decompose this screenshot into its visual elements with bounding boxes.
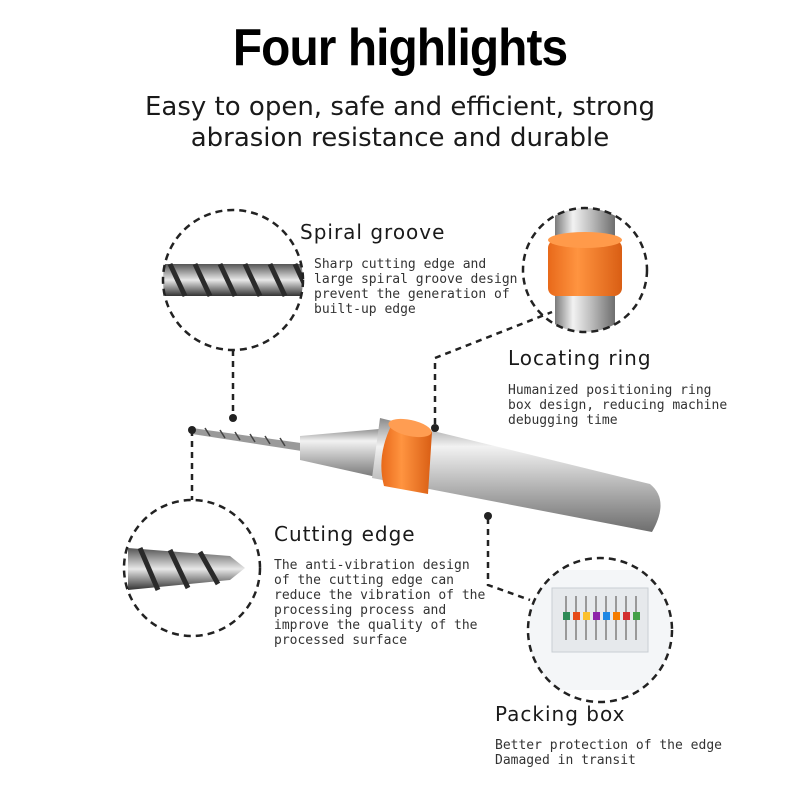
cutting-edge-detail: [122, 498, 262, 638]
leader-lines: [190, 310, 553, 602]
page-title: Four highlights: [232, 19, 568, 77]
drill-bit-image: [192, 418, 661, 532]
page-subtitle: Easy to open, safe and efficient, strong…: [60, 92, 740, 154]
feature-packing-box-title: Packing box: [495, 702, 626, 726]
feature-spiral-groove-desc: Sharp cutting edge and large spiral groo…: [314, 257, 518, 317]
spiral-groove-detail: [161, 208, 305, 352]
feature-cutting-edge-title: Cutting edge: [274, 522, 416, 546]
locating-ring-detail: [521, 206, 649, 334]
subtitle-line-2: abrasion resistance and durable: [190, 123, 610, 153]
feature-locating-ring-desc: Humanized positioning ring box design, r…: [508, 383, 728, 428]
subtitle-line-1: Easy to open, safe and efficient, strong: [144, 92, 655, 122]
feature-locating-ring-title: Locating ring: [508, 346, 652, 370]
leader-dots: [188, 414, 492, 520]
feature-packing-box-desc: Better protection of the edge Damaged in…: [495, 738, 722, 768]
feature-cutting-edge-desc: The anti-vibration design of the cutting…: [274, 558, 486, 648]
packing-box-detail: [526, 556, 674, 704]
feature-spiral-groove-title: Spiral groove: [300, 220, 446, 244]
